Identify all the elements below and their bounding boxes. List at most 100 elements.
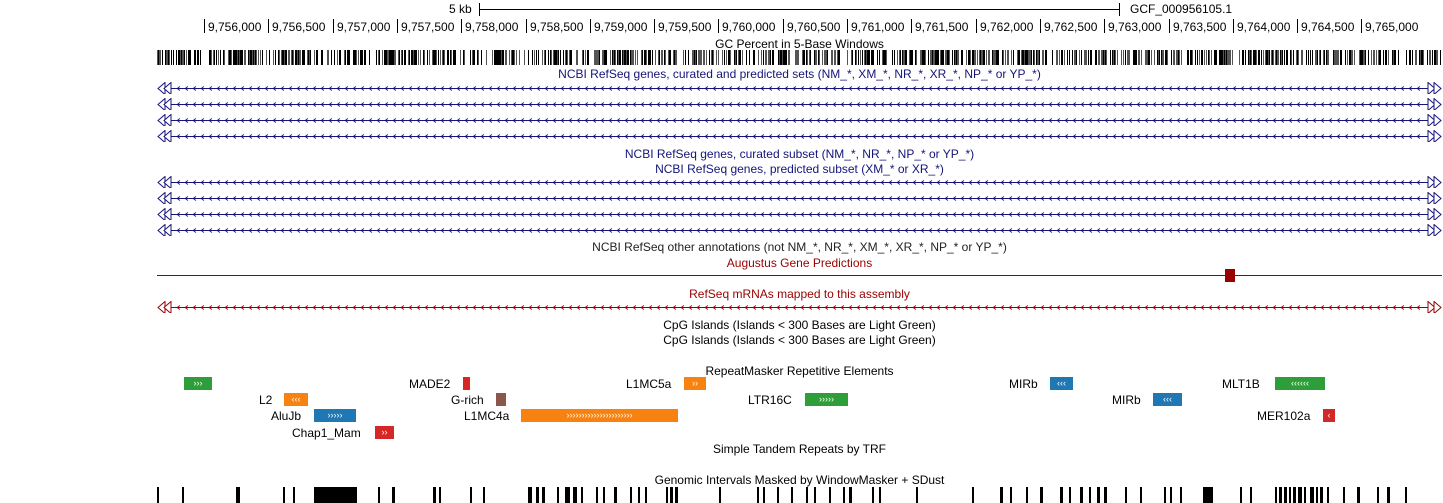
- windowmasker-interval[interactable]: [1069, 487, 1071, 503]
- windowmasker-interval[interactable]: [1405, 487, 1407, 503]
- repeat-block-alujb[interactable]: ›››››: [314, 409, 356, 422]
- windowmasker-interval[interactable]: [536, 487, 539, 503]
- windowmasker-interval[interactable]: [1279, 487, 1282, 503]
- cpg-islands-track-title-1[interactable]: CpG Islands (Islands < 300 Bases are Lig…: [663, 318, 936, 332]
- windowmasker-interval[interactable]: [1203, 487, 1213, 503]
- windowmasker-interval[interactable]: [573, 487, 577, 503]
- refseq-other-track-title[interactable]: NCBI RefSeq other annotations (not NM_*,…: [592, 240, 1007, 254]
- refseq-predicted-track-title[interactable]: NCBI RefSeq genes, predicted subset (XM_…: [655, 162, 944, 176]
- augustus-gene-line[interactable]: [157, 275, 1442, 276]
- windowmasker-interval[interactable]: [1357, 487, 1360, 503]
- windowmasker-interval[interactable]: [1377, 487, 1379, 503]
- repeat-block-mirb-2[interactable]: ‹‹‹: [1153, 393, 1182, 406]
- windowmasker-interval[interactable]: [182, 487, 184, 503]
- windowmasker-interval[interactable]: [916, 487, 918, 503]
- repeat-block-green-unlabeled[interactable]: ›››: [184, 377, 212, 390]
- windowmasker-interval[interactable]: [645, 487, 647, 503]
- windowmasker-interval[interactable]: [1089, 487, 1091, 503]
- repeat-block-chap1-mam[interactable]: ››: [375, 426, 394, 439]
- windowmasker-interval[interactable]: [1240, 487, 1242, 503]
- windowmasker-interval[interactable]: [293, 487, 295, 503]
- windowmasker-interval[interactable]: [603, 487, 605, 503]
- windowmasker-interval[interactable]: [763, 487, 765, 503]
- windowmasker-interval[interactable]: [1164, 487, 1166, 503]
- cpg-islands-track-title-2[interactable]: CpG Islands (Islands < 300 Bases are Lig…: [663, 333, 936, 347]
- refseq-mrna-row[interactable]: [157, 301, 1442, 313]
- windowmasker-interval[interactable]: [1327, 487, 1329, 503]
- refseq-mrna-track-title[interactable]: RefSeq mRNAs mapped to this assembly: [689, 287, 910, 301]
- refseq-predicted-gene-row[interactable]: [157, 224, 1442, 236]
- repeat-block-made2[interactable]: [463, 377, 470, 390]
- repeat-block-ltr16c[interactable]: ›››››: [805, 393, 848, 406]
- windowmasker-interval[interactable]: [581, 487, 583, 503]
- windowmasker-interval[interactable]: [1289, 487, 1291, 503]
- windowmasker-interval[interactable]: [565, 487, 570, 503]
- windowmasker-interval[interactable]: [843, 487, 845, 503]
- windowmasker-interval[interactable]: [1293, 487, 1296, 503]
- windowmasker-interval[interactable]: [1170, 487, 1172, 503]
- windowmasker-interval[interactable]: [1298, 487, 1302, 503]
- windowmasker-interval[interactable]: [1060, 487, 1063, 503]
- augustus-track-title[interactable]: Augustus Gene Predictions: [726, 256, 873, 270]
- repeat-block-l1mc4a[interactable]: ››››››››››››››››››››››: [521, 409, 678, 422]
- windowmasker-interval[interactable]: [614, 487, 617, 503]
- repeat-block-mlt1b[interactable]: ‹‹‹‹‹‹: [1275, 377, 1325, 390]
- windowmasker-interval[interactable]: [630, 487, 632, 503]
- trf-track-title[interactable]: Simple Tandem Repeats by TRF: [713, 442, 886, 456]
- refseq-all-gene-row[interactable]: [157, 98, 1442, 110]
- windowmasker-interval[interactable]: [872, 487, 874, 503]
- windowmasker-interval[interactable]: [1026, 487, 1028, 503]
- augustus-exon[interactable]: [1225, 269, 1235, 282]
- repeat-block-mer102a[interactable]: ‹: [1323, 409, 1335, 422]
- windowmasker-interval[interactable]: [1104, 487, 1107, 503]
- windowmasker-interval[interactable]: [1180, 487, 1182, 503]
- windowmasker-interval[interactable]: [557, 487, 559, 503]
- windowmasker-interval[interactable]: [814, 487, 816, 503]
- windowmasker-interval[interactable]: [596, 487, 598, 503]
- windowmasker-interval[interactable]: [972, 487, 974, 503]
- windowmasker-interval[interactable]: [1304, 487, 1306, 503]
- windowmasker-interval[interactable]: [392, 487, 395, 503]
- windowmasker-interval[interactable]: [1320, 487, 1323, 503]
- windowmasker-interval[interactable]: [1010, 487, 1012, 503]
- windowmasker-interval[interactable]: [1097, 487, 1100, 503]
- windowmasker-interval[interactable]: [670, 487, 673, 503]
- windowmasker-interval[interactable]: [666, 487, 668, 503]
- windowmasker-interval[interactable]: [1080, 487, 1083, 503]
- repeatmasker-track-title[interactable]: RepeatMasker Repetitive Elements: [705, 364, 894, 378]
- windowmasker-interval[interactable]: [675, 487, 678, 503]
- windowmasker-interval[interactable]: [1275, 487, 1277, 503]
- windowmasker-interval[interactable]: [777, 487, 779, 503]
- windowmasker-interval[interactable]: [283, 487, 285, 503]
- windowmasker-interval[interactable]: [719, 487, 721, 503]
- windowmasker-interval[interactable]: [1387, 487, 1390, 503]
- windowmasker-interval[interactable]: [1140, 487, 1142, 503]
- windowmasker-interval[interactable]: [542, 487, 545, 503]
- refseq-predicted-gene-row[interactable]: [157, 176, 1442, 188]
- windowmasker-interval[interactable]: [378, 487, 380, 503]
- repeat-block-l1mc5a[interactable]: ››: [684, 377, 706, 390]
- windowmasker-interval[interactable]: [470, 487, 472, 503]
- refseq-predicted-gene-row[interactable]: [157, 208, 1442, 220]
- windowmasker-interval[interactable]: [314, 487, 357, 503]
- windowmasker-interval[interactable]: [791, 487, 793, 503]
- windowmasker-interval[interactable]: [1284, 487, 1287, 503]
- windowmasker-interval[interactable]: [1000, 487, 1003, 503]
- windowmasker-interval[interactable]: [1040, 487, 1043, 503]
- repeat-block-mirb-1[interactable]: ‹‹‹: [1050, 377, 1073, 390]
- windowmasker-interval[interactable]: [483, 487, 485, 503]
- refseq-all-gene-row[interactable]: [157, 114, 1442, 126]
- windowmasker-interval[interactable]: [829, 487, 831, 503]
- refseq-all-gene-row[interactable]: [157, 130, 1442, 142]
- windowmasker-interval[interactable]: [1310, 487, 1314, 503]
- windowmasker-interval[interactable]: [528, 487, 532, 503]
- repeat-block-g-rich[interactable]: [496, 393, 506, 406]
- windowmasker-track-title[interactable]: Genomic Intervals Masked by WindowMasker…: [654, 473, 945, 487]
- windowmasker-interval[interactable]: [439, 487, 441, 503]
- windowmasker-interval[interactable]: [1250, 487, 1252, 503]
- refseq-all-track-title[interactable]: NCBI RefSeq genes, curated and predicted…: [558, 67, 1041, 81]
- windowmasker-interval[interactable]: [1343, 487, 1345, 503]
- gc-percent-track-title[interactable]: GC Percent in 5-Base Windows: [715, 37, 884, 51]
- refseq-curated-track-title[interactable]: NCBI RefSeq genes, curated subset (NM_*,…: [624, 147, 975, 161]
- windowmasker-interval[interactable]: [433, 487, 436, 503]
